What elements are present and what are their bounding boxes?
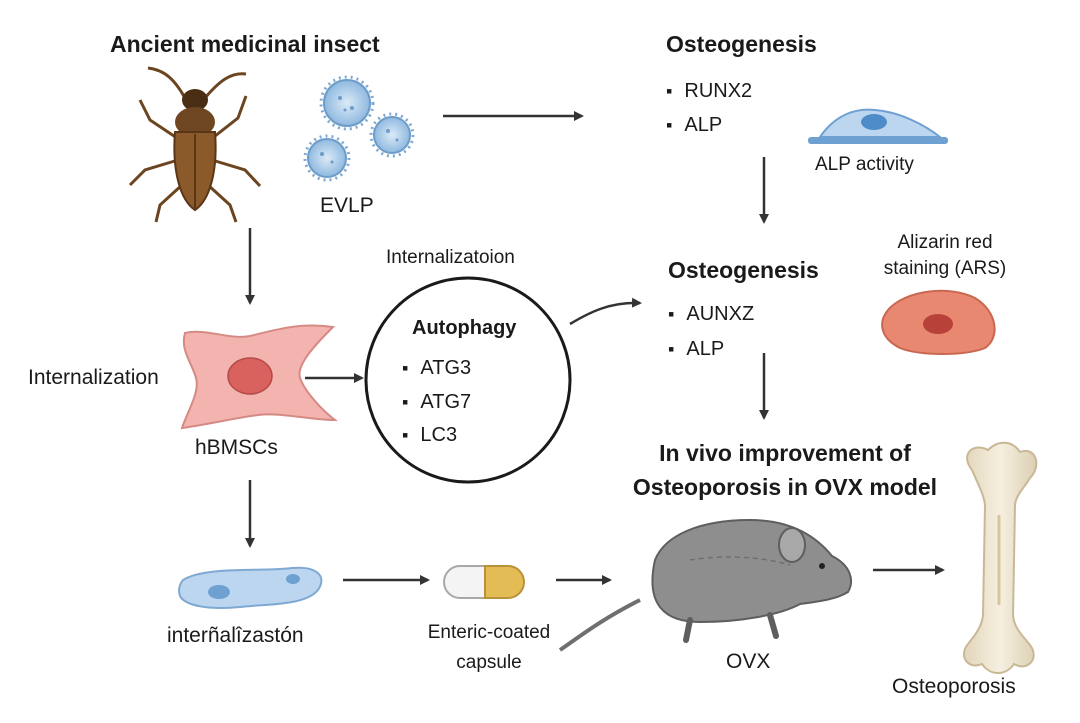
bottom-left-label: interñalîzastón xyxy=(167,624,304,647)
ars-label-line2: staining (ARS) xyxy=(883,258,1007,279)
osteogenesis-title-top: Osteogenesis xyxy=(666,31,817,57)
osteo-mid-item-alp: ALP xyxy=(668,338,724,361)
vesicles-illustration xyxy=(303,75,415,182)
osteoporosis-label: Osteoporosis xyxy=(892,675,1016,698)
osteo-top-item-alp: ALP xyxy=(666,114,722,137)
internalization-left-label: Internalization xyxy=(28,366,159,389)
autophagy-title: Autophagy xyxy=(412,317,517,339)
capsule-label: Enteric-coated capsule xyxy=(427,622,551,673)
osteogenesis-title-mid: Osteogenesis xyxy=(668,257,819,283)
ars-label-line1: Alizarin red xyxy=(897,232,993,253)
autophagy-item-atg7: ATG7 xyxy=(402,391,471,414)
ovx-label: OVX xyxy=(726,650,771,673)
arrow-autophagy-to-osteogenesis xyxy=(569,297,642,326)
bone-illustration xyxy=(963,441,1038,674)
alp-activity-label: ALP activity xyxy=(815,154,914,175)
evlp-label: EVLP xyxy=(320,194,374,217)
internalization-top-label: Internalizatoion xyxy=(386,247,515,268)
insect-title: Ancient medicinal insect xyxy=(110,31,380,57)
invivo-title-line1: In vivo improvement of xyxy=(659,440,911,466)
osteo-top-item-runx2: RUNX2 xyxy=(666,80,752,103)
autophagy-item-lc3: LC3 xyxy=(402,424,457,447)
osteo-mid-item-aunxz: AUNXZ xyxy=(668,303,754,326)
hbmsc-label: hBMSCs xyxy=(195,436,278,459)
ars-cell-illustration xyxy=(881,289,996,355)
autophagy-item-atg3: ATG3 xyxy=(402,357,471,380)
alp-cell-illustration xyxy=(808,108,948,144)
hbmsc-cell-illustration xyxy=(180,324,338,430)
arrows xyxy=(245,111,945,585)
invivo-title-line2: Osteoporosis in OVX model xyxy=(632,474,938,500)
insect-illustration xyxy=(128,66,262,223)
mouse-illustration xyxy=(558,518,852,652)
autophagy-circle xyxy=(364,276,572,484)
blue-cell-illustration xyxy=(178,566,323,609)
capsule-illustration xyxy=(443,565,525,599)
